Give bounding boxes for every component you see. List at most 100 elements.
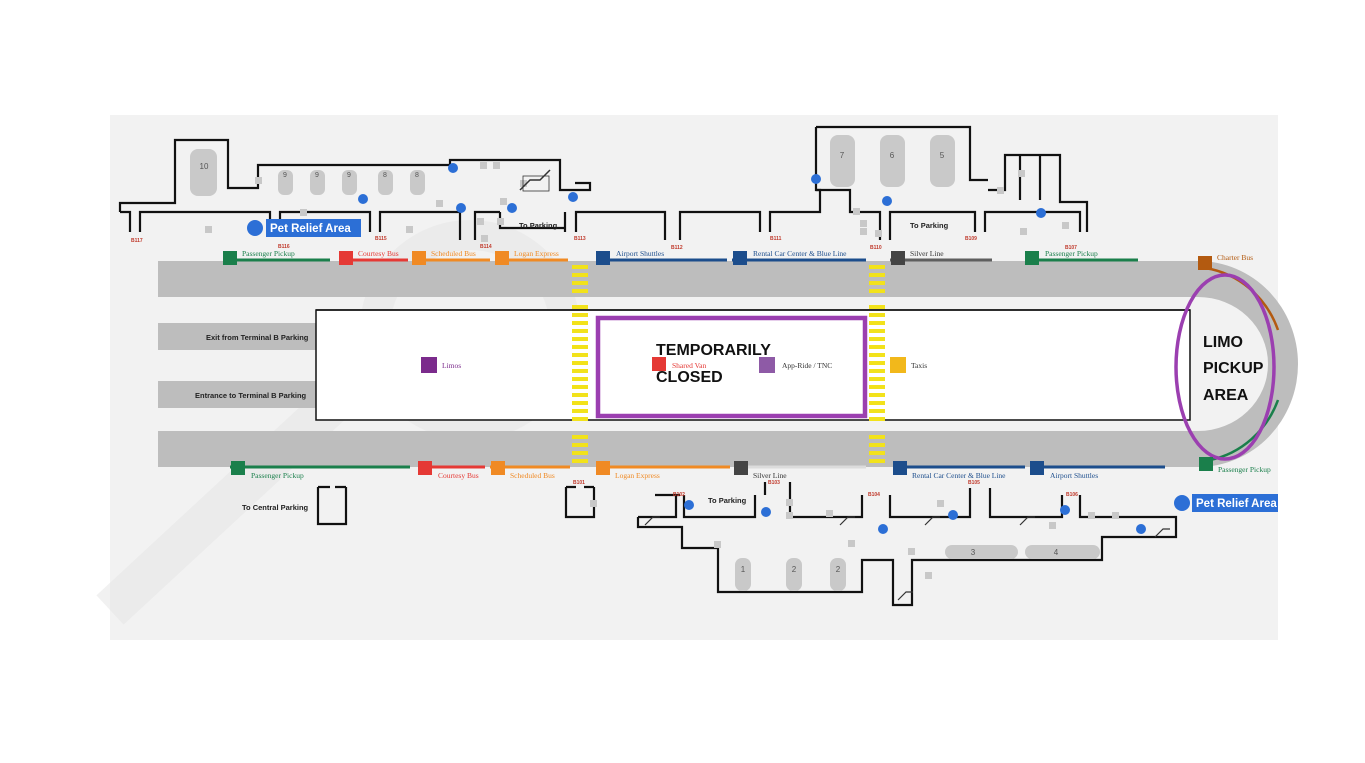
door-label: B105 — [968, 480, 980, 486]
info-dot-icon — [811, 174, 821, 184]
bus-icon — [418, 461, 432, 475]
pet-relief-badge — [266, 219, 361, 237]
bag-num: 1 — [741, 565, 746, 574]
bus-icon — [652, 357, 666, 371]
amenity-squares-bottom — [590, 499, 1119, 579]
bag-claim-8b — [410, 170, 425, 195]
bag-claim-7 — [830, 135, 855, 187]
pet-relief-label-top: Pet Relief Area — [270, 223, 351, 235]
bottom-passenger-pickup: Passenger Pickup — [251, 471, 304, 480]
top-airport-shuttles: Airport Shuttles — [616, 249, 664, 258]
door-label: B113 — [574, 236, 586, 242]
limos-label: Limos — [442, 361, 461, 370]
bag-num: 10 — [200, 162, 209, 171]
bus-icon — [339, 251, 353, 265]
info-dot-icon — [882, 196, 892, 206]
bottom-services: Passenger Pickup Courtesy Bus Scheduled … — [231, 457, 1271, 480]
bottom-roadway — [158, 431, 1198, 467]
exit-ramp — [158, 323, 316, 350]
baggage-claim-top: 10 9 9 9 8 8 7 6 5 — [190, 135, 955, 196]
door-label: B111 — [770, 236, 782, 242]
bag-num: 7 — [840, 151, 845, 160]
pet-relief-clip: Pet Relief Area — [1196, 498, 1277, 510]
to-parking-label: To Parking — [910, 221, 949, 230]
bottom-scheduled-bus: Scheduled Bus — [510, 471, 555, 480]
top-rental-car: Rental Car Center & Blue Line — [753, 249, 847, 258]
bottom-logan-express: Logan Express — [615, 471, 660, 480]
pickup-icon — [1025, 251, 1039, 265]
info-dots-bottom — [684, 500, 1146, 534]
door-label: B107 — [1065, 245, 1077, 251]
bag-num: 9 — [347, 172, 351, 179]
door-label: B114 — [480, 244, 492, 250]
central-parking-label: To Central Parking — [242, 503, 309, 512]
info-dot-icon — [568, 192, 578, 202]
door-label: B112 — [671, 245, 683, 251]
bottom-rental-car: Rental Car Center & Blue Line — [912, 471, 1006, 480]
pickup-icon — [223, 251, 237, 265]
closed-line-2: CLOSED — [656, 369, 723, 386]
bag-num: 2 — [792, 565, 797, 574]
bag-num: 4 — [1054, 548, 1059, 557]
terminal-walls-top — [118, 125, 1089, 240]
bag-claim-3 — [945, 545, 1018, 559]
bag-num: 9 — [315, 172, 319, 179]
to-parking-label: To Parking — [708, 496, 747, 505]
limo-line-2: PICKUP — [1203, 360, 1264, 377]
door-label: B117 — [131, 238, 143, 244]
bus-icon — [412, 251, 426, 265]
limo-line-3: AREA — [1203, 387, 1249, 404]
info-dot-icon — [948, 510, 958, 520]
bus-icon — [1030, 461, 1044, 475]
top-roadway — [158, 261, 1198, 297]
door-label: B104 — [868, 492, 880, 498]
info-dot-icon — [358, 194, 368, 204]
closed-box — [595, 315, 868, 419]
bag-claim-9b — [310, 170, 325, 195]
bag-claim-9a — [278, 170, 293, 195]
door-label: B110 — [870, 245, 882, 251]
limo-pickup-circle — [1174, 273, 1276, 461]
door-label: B116 — [278, 244, 290, 250]
escalator-icon — [644, 516, 1170, 601]
bag-num: 2 — [836, 565, 841, 574]
bus-icon — [734, 461, 748, 475]
bag-num: 3 — [971, 548, 976, 557]
door-label: B102 — [673, 492, 685, 498]
top-silver-line: Silver Line — [910, 249, 944, 258]
bus-icon — [733, 251, 747, 265]
bus-icon — [495, 251, 509, 265]
info-dot-icon — [761, 507, 771, 517]
pickup-icon — [1199, 457, 1213, 471]
pet-relief-badge — [1192, 494, 1278, 512]
top-services: Passenger Pickup Courtesy Bus Scheduled … — [223, 249, 1253, 270]
info-dot-icon — [456, 203, 466, 213]
door-labels-top: B117 B116 B115 B114 B113 B112 B111 B110 … — [131, 236, 1077, 251]
door-label: B109 — [965, 236, 977, 242]
bus-icon — [1198, 256, 1212, 270]
bag-claim-9c — [342, 170, 357, 195]
bus-icon — [491, 461, 505, 475]
bottom-passenger-pickup-right: Passenger Pickup — [1218, 465, 1271, 474]
top-courtesy-bus: Courtesy Bus — [358, 249, 399, 258]
loop-road — [1198, 261, 1298, 467]
door-label: B103 — [768, 480, 780, 486]
bag-num: 5 — [940, 151, 945, 160]
escalator-icon — [519, 169, 551, 192]
pet-relief-label-bottom: Pet Relief Area — [1196, 498, 1277, 510]
bag-claim-2a — [786, 558, 802, 591]
info-dot-icon — [448, 163, 458, 173]
info-dot-icon — [1036, 208, 1046, 218]
bag-num: 8 — [383, 172, 387, 179]
entrance-ramp — [158, 381, 316, 408]
info-dot-icon — [1136, 524, 1146, 534]
pet-relief-icon — [1174, 495, 1190, 511]
top-scheduled-bus: Scheduled Bus — [431, 249, 476, 258]
top-passenger-pickup-right: Passenger Pickup — [1045, 249, 1098, 258]
bag-num: 6 — [890, 151, 895, 160]
info-dot-icon — [878, 524, 888, 534]
pet-relief-icon — [247, 220, 263, 236]
bus-icon — [893, 461, 907, 475]
bag-num: 8 — [415, 172, 419, 179]
crosswalk-right — [869, 265, 885, 463]
